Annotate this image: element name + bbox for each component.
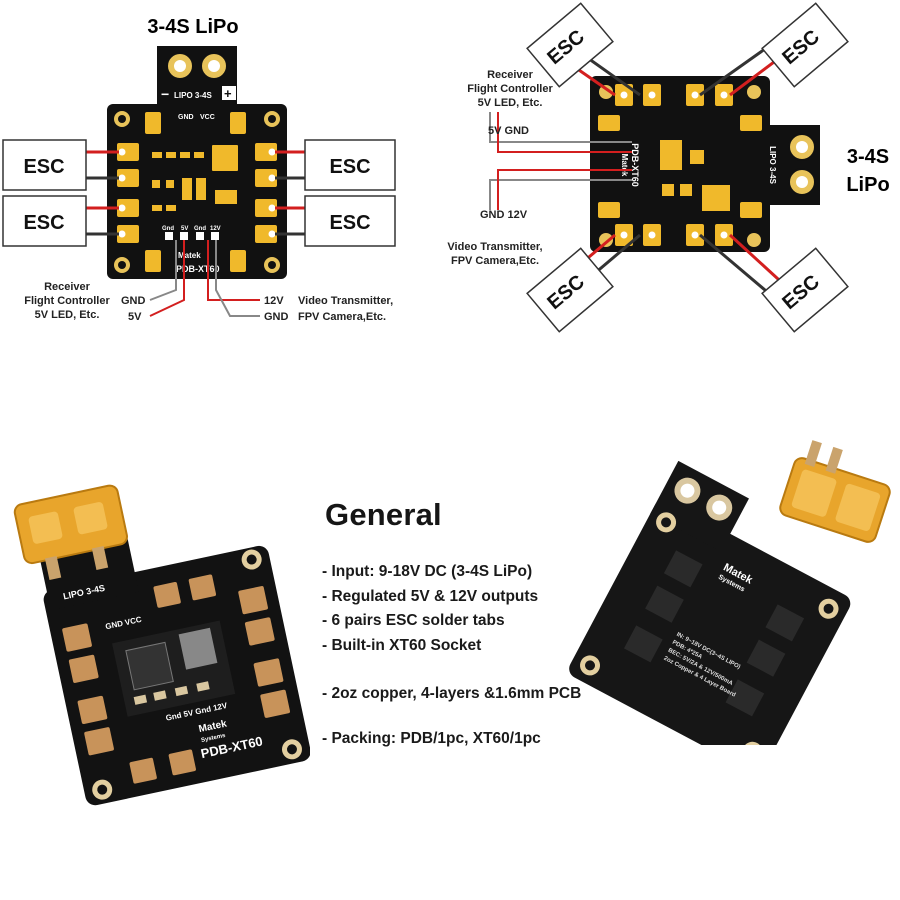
pin-row-gnd-1: Gnd [162, 226, 174, 232]
receiver-line-1: Receiver [44, 281, 91, 293]
rotated-esc-bottom-left [526, 247, 614, 333]
rotated-video-line-2: FPV Camera,Etc. [451, 255, 539, 267]
rotated-esc-top-left [526, 2, 614, 88]
esc-box-left-top [2, 139, 87, 191]
spec-item-input: - Input: 9-18V DC (3-4S LiPo) [322, 563, 533, 580]
rotated-5v-gnd: 5V GND [488, 125, 529, 137]
pin-row-gnd-2: Gnd [194, 226, 206, 232]
esc-label-right-top: ESC [329, 156, 370, 178]
photo-back-board [569, 499, 851, 745]
spec-title: General [325, 497, 442, 532]
spec-list: - Input: 9-18V DC (3-4S LiPo) - Regulate… [322, 560, 581, 751]
pin-vcc-top: VCC [200, 114, 215, 121]
pin-row-5v: 5V [181, 226, 188, 232]
board-brand: Matek [178, 251, 201, 260]
rotated-battery-title-2: LiPo [846, 174, 889, 196]
esc-label-right-bottom: ESC [329, 212, 370, 234]
spec-item-outputs: - Regulated 5V & 12V outputs [322, 587, 539, 605]
video-line-1: Video Transmitter, [298, 295, 393, 307]
esc-box-right-top [304, 139, 396, 191]
receiver-line-3: 5V LED, Etc. [35, 309, 100, 321]
battery-title: 3-4S LiPo [147, 16, 238, 38]
right-wire-12v: 12V [264, 295, 284, 307]
photo-brand-sub: Systems [201, 733, 227, 744]
wiring-diagram-rotated: LIPO 3-4S 3-4S LiPo PDB-XT60 Matek E [447, 2, 890, 333]
plus-sign: + [224, 86, 232, 101]
xt60-connector [13, 484, 128, 581]
spec-item-pcb: - 2oz copper, 4-layers &1.6mm PCB [322, 685, 582, 702]
pin-gnd-top: GND [178, 114, 194, 121]
board-photo-back: Matek Systems IN: 9~18V DC(3~4S LIPO) PD… [569, 440, 891, 745]
rotated-video-line-1: Video Transmitter, [447, 241, 542, 253]
rotated-receiver-line-2: Flight Controller [467, 83, 553, 95]
rotated-battery-title-1: 3-4S [847, 146, 889, 168]
rotated-receiver-line-1: Receiver [487, 69, 534, 81]
right-wire-gnd: GND [264, 311, 289, 323]
rotated-receiver-line-3: 5V LED, Etc. [478, 97, 543, 109]
esc-label-left-top: ESC [23, 156, 64, 178]
pin-row-12v: 12V [210, 226, 221, 232]
rotated-esc-bottom-right [761, 247, 849, 333]
rotated-board-brand: Matek [620, 154, 629, 177]
receiver-line-2: Flight Controller [24, 295, 110, 307]
battery-pads-label: LIPO 3-4S [174, 91, 212, 100]
spec-item-packing: - Packing: PDB/1pc, XT60/1pc [322, 729, 541, 747]
left-wire-5v: 5V [128, 311, 142, 323]
board-photo-front: LIPO 3-4S GND VCC Gnd 5V Gnd 12V Matek S… [13, 484, 310, 806]
rotated-battery-pads: LIPO 3-4S [768, 146, 777, 184]
left-wire-gnd: GND [121, 295, 146, 307]
spec-item-xt60: - Built-in XT60 Socket [322, 636, 482, 654]
esc-box-right-bottom [304, 195, 396, 247]
board-name: PDB-XT60 [176, 264, 220, 274]
esc-box-left-bottom [2, 195, 87, 247]
rotated-gnd-12v: GND 12V [480, 209, 528, 221]
minus-sign: − [161, 86, 169, 102]
video-line-2: FPV Camera,Etc. [298, 311, 386, 323]
rotated-esc-top-right [761, 2, 849, 88]
rotated-board-name: PDB-XT60 [630, 143, 640, 187]
spec-item-esc-tabs: - 6 pairs ESC solder tabs [322, 612, 505, 629]
wiring-diagram-front: 3-4S LiPo − LIPO 3-4S + GND VCC [2, 16, 396, 323]
loose-xt60-connector [779, 440, 891, 543]
esc-label-left-bottom: ESC [23, 212, 64, 234]
